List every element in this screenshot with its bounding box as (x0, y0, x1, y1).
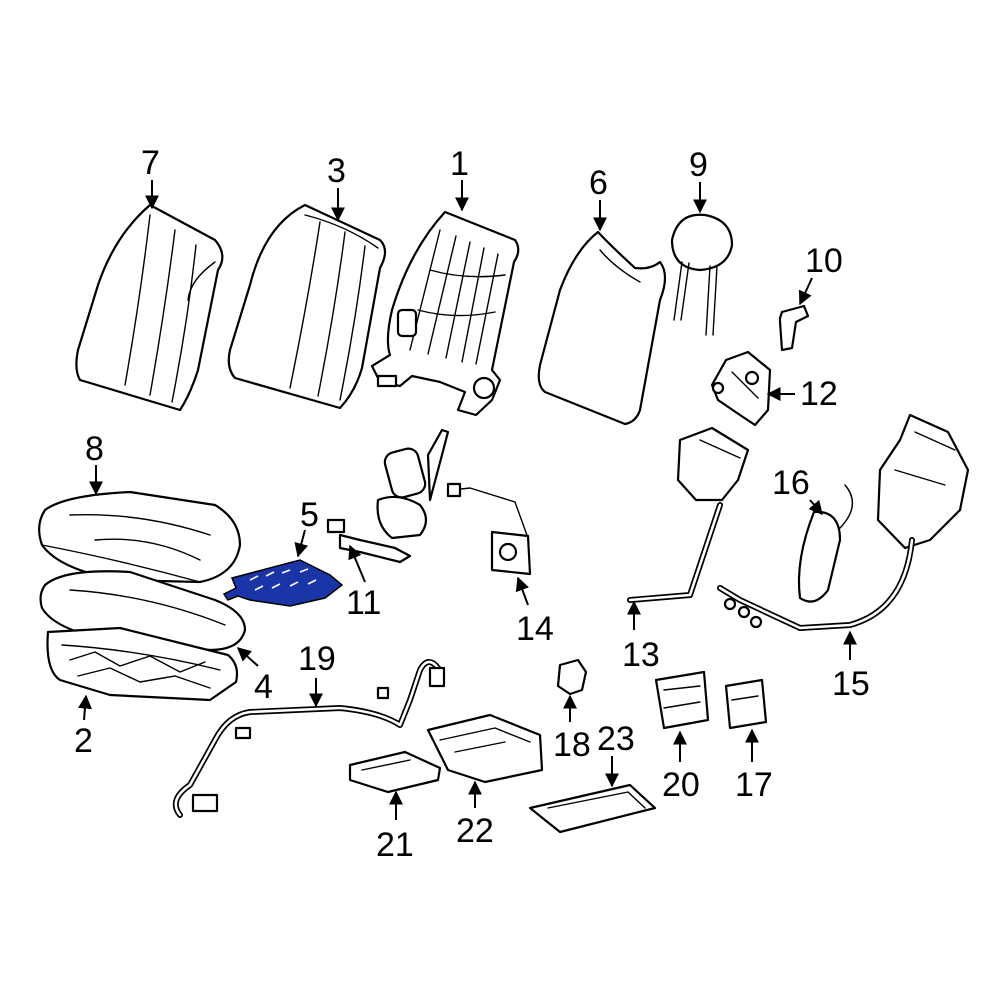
callout-23: 23 (597, 720, 635, 758)
part-6-seat-back-panel (537, 230, 667, 426)
callout-2: 2 (74, 722, 93, 760)
callout-3: 3 (327, 152, 346, 190)
callout-8: 8 (85, 430, 104, 468)
part-18-clip (556, 658, 588, 696)
callout-22: 22 (456, 812, 494, 850)
callout-11: 11 (346, 584, 381, 622)
callout-19: 19 (298, 640, 336, 678)
part-2-seat-cushion-frame (46, 626, 239, 702)
callout-7: 7 (141, 144, 160, 182)
part-20-seat-switch (654, 670, 710, 730)
part-12-latch-bracket (710, 350, 772, 427)
callout-10: 10 (805, 242, 843, 280)
callout-20: 20 (662, 766, 700, 804)
part-19-wiring-harness (172, 659, 446, 818)
part-3-seat-back-pad (227, 203, 387, 410)
callout-21: 21 (376, 826, 414, 864)
callout-5: 5 (300, 496, 319, 534)
leader-lines (77, 180, 857, 820)
callout-12: 12 (800, 375, 838, 413)
callout-15: 15 (832, 665, 870, 703)
callout-14: 14 (516, 610, 554, 648)
part-11-recliner-motor (326, 428, 450, 564)
callout-16: 16 (772, 464, 810, 502)
callout-4: 4 (254, 668, 273, 706)
callout-17: 17 (735, 766, 773, 804)
part-17-knob-switch (724, 678, 768, 730)
part-15-seat-frame-rail (717, 413, 970, 631)
part-21-control-module (348, 750, 442, 794)
part-1-seat-back-frame (370, 210, 520, 417)
callout-6: 6 (589, 164, 608, 202)
part-5-seat-heater-element (222, 559, 344, 607)
callout-13: 13 (622, 636, 660, 674)
part-14-lumbar-switch (446, 482, 532, 576)
callout-9: 9 (689, 146, 708, 184)
callout-labels: 1 2 3 4 5 6 7 8 9 10 11 12 13 14 15 16 1… (74, 144, 870, 864)
callout-18: 18 (553, 726, 591, 764)
part-23-sensor-mat-tray (528, 783, 657, 834)
part-10-headrest-guide (778, 304, 810, 352)
part-9-headrest (670, 213, 734, 336)
part-8-seat-cushion-cover (38, 490, 242, 584)
callout-1: 1 (450, 145, 469, 183)
part-16-side-panel (797, 484, 853, 603)
part-13-back-harness (627, 426, 750, 603)
part-22-seat-control-unit (426, 713, 544, 784)
part-7-seat-back-cover (75, 203, 224, 412)
